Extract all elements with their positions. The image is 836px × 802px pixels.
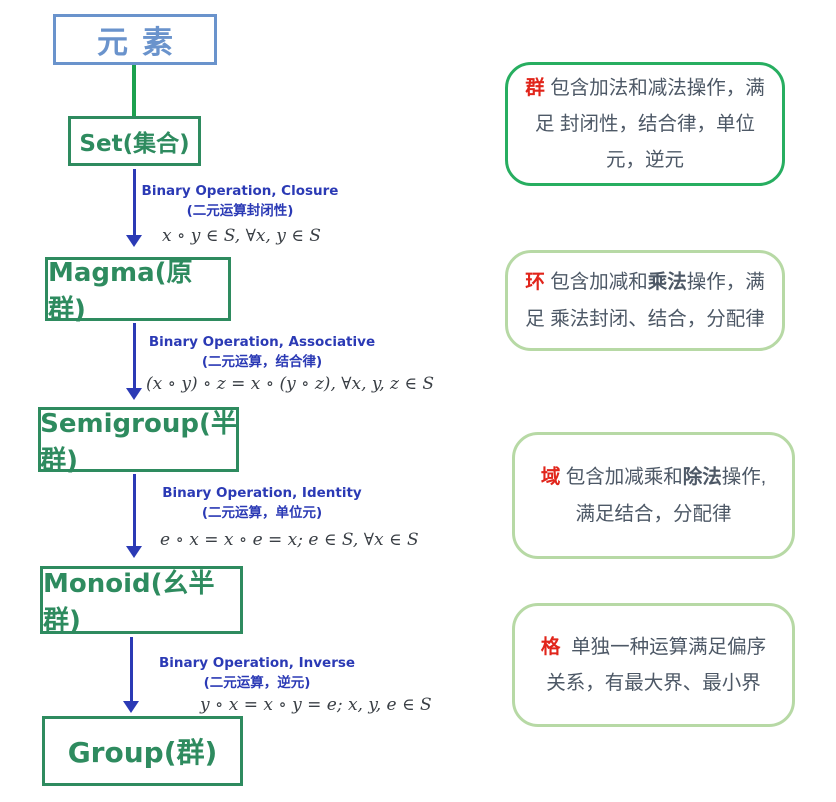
note-field-text: 域 包含加减乘和除法操作, 满足结合，分配律 bbox=[540, 466, 772, 525]
node-set: Set(集合) bbox=[68, 116, 201, 166]
arrow-shaft bbox=[129, 637, 133, 704]
note-ring: 环 包含加减和乘法操作，满足 乘法封闭、结合，分配律 bbox=[505, 250, 785, 351]
arrow-head-icon bbox=[126, 388, 142, 400]
edge-label-identity: Binary Operation, Identity (二元运算，单位元) bbox=[142, 484, 382, 523]
arrow-set-to-magma bbox=[126, 169, 142, 247]
arrow-head-icon bbox=[126, 546, 142, 558]
arrow-shaft bbox=[132, 323, 136, 391]
node-monoid-label: Monoid(幺半群) bbox=[43, 569, 215, 636]
node-semigroup-label: Semigroup(半群) bbox=[40, 408, 237, 476]
edge-label-zh: (二元运算，结合律) bbox=[201, 353, 323, 370]
node-group: Group(群) bbox=[42, 716, 243, 786]
formula-associative: (x ∘ y) ∘ z = x ∘ (y ∘ z), ∀x, y, z ∈ S bbox=[146, 374, 435, 394]
arrow-head-icon bbox=[123, 701, 139, 713]
arrow-semigroup-to-monoid bbox=[126, 474, 142, 558]
note-group-text: 群 包含加法和减法操作，满足 封闭性，结合律，单位元，逆元 bbox=[525, 76, 765, 172]
edge-label-en: Binary Operation, Inverse bbox=[158, 655, 356, 671]
node-magma-label: Magma(原群) bbox=[48, 258, 193, 325]
edge-label-associative: Binary Operation, Associative (二元运算，结合律) bbox=[142, 333, 382, 372]
note-group: 群 包含加法和减法操作，满足 封闭性，结合律，单位元，逆元 bbox=[505, 62, 785, 186]
note-term: 群 bbox=[525, 76, 545, 99]
note-lattice-text: 格 单独一种运算满足偏序关系，有最大界、最小界 bbox=[540, 635, 767, 694]
connector-element-to-set bbox=[132, 65, 136, 117]
arrow-magma-to-semigroup bbox=[126, 323, 142, 400]
arrow-shaft bbox=[132, 474, 136, 549]
note-lattice: 格 单独一种运算满足偏序关系，有最大界、最小界 bbox=[512, 603, 795, 727]
arrow-head-icon bbox=[126, 235, 142, 247]
edge-label-en: Binary Operation, Identity bbox=[162, 485, 362, 501]
edge-label-zh: (二元运算，单位元) bbox=[201, 504, 323, 521]
note-term: 格 bbox=[540, 635, 561, 658]
node-magma: Magma(原群) bbox=[45, 257, 231, 325]
note-term: 环 bbox=[525, 271, 545, 294]
note-field: 域 包含加减乘和除法操作, 满足结合，分配律 bbox=[512, 432, 795, 559]
node-element: 元素 bbox=[53, 14, 217, 65]
edge-label-zh: (二元运算封闭性) bbox=[186, 202, 294, 219]
node-element-label: 元素 bbox=[97, 25, 187, 60]
formula-identity: e ∘ x = x ∘ e = x; e ∈ S, ∀x ∈ S bbox=[160, 530, 419, 550]
node-semigroup: Semigroup(半群) bbox=[38, 407, 239, 476]
node-monoid: Monoid(幺半群) bbox=[40, 566, 243, 636]
edge-label-en: Binary Operation, Associative bbox=[148, 334, 376, 350]
edge-label-inverse: Binary Operation, Inverse (二元运算，逆元) bbox=[142, 654, 372, 693]
note-term: 域 bbox=[540, 466, 561, 489]
formula-closure: x ∘ y ∈ S, ∀x, y ∈ S bbox=[162, 226, 321, 246]
note-ring-text: 环 包含加减和乘法操作，满足 乘法封闭、结合，分配律 bbox=[525, 271, 765, 330]
arrow-shaft bbox=[132, 169, 136, 238]
node-set-label: Set(集合) bbox=[79, 131, 190, 157]
edge-label-closure: Binary Operation, Closure (二元运算封闭性) bbox=[140, 182, 340, 221]
node-group-label: Group(群) bbox=[67, 736, 218, 769]
edge-label-en: Binary Operation, Closure bbox=[141, 183, 339, 199]
arrow-monoid-to-group bbox=[123, 637, 139, 713]
formula-inverse: y ∘ x = x ∘ y = e; x, y, e ∈ S bbox=[200, 695, 432, 715]
edge-label-zh: (二元运算，逆元) bbox=[203, 674, 311, 691]
